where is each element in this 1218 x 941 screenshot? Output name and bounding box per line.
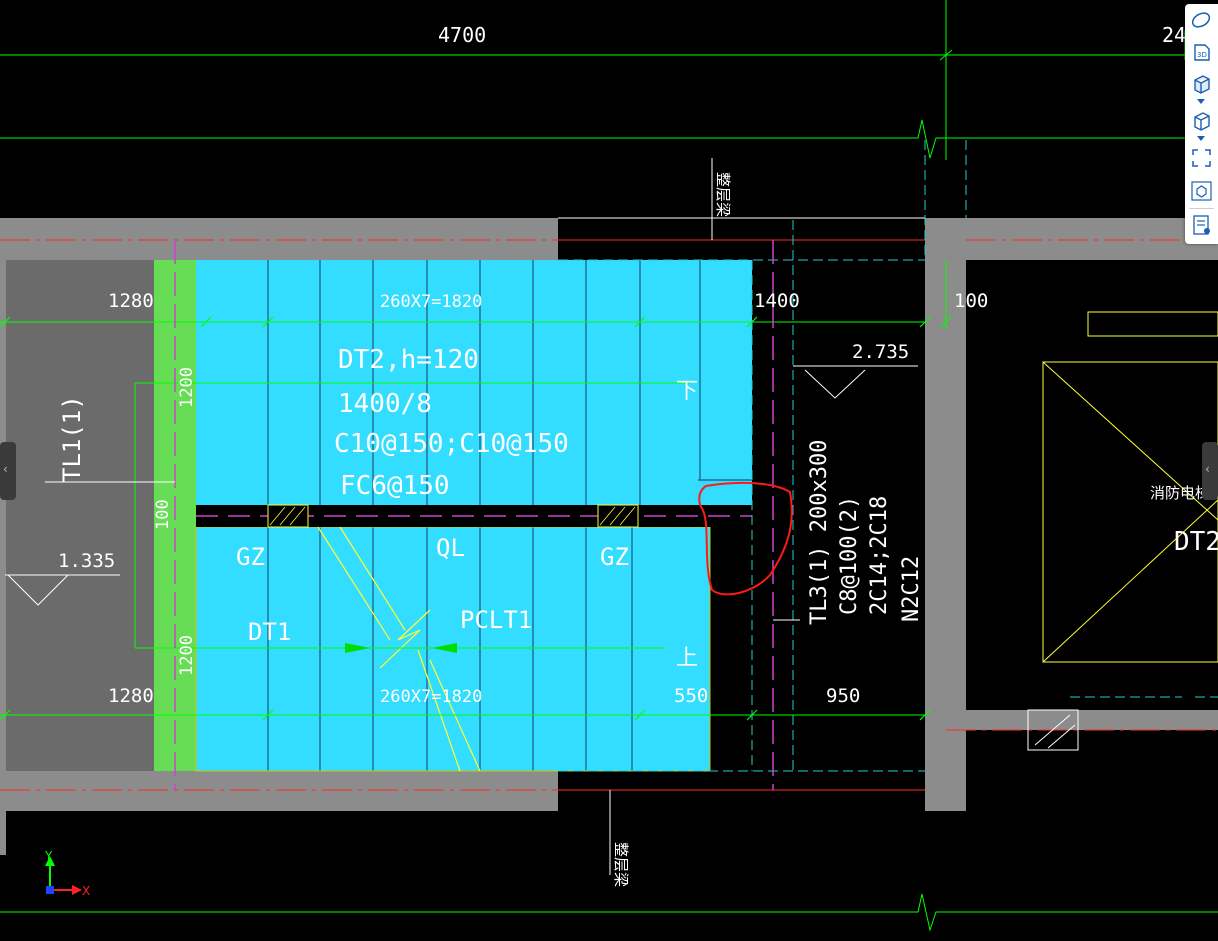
toolbar-divider bbox=[1189, 208, 1214, 209]
model-button[interactable] bbox=[1189, 179, 1214, 203]
chevron-left-icon: ‹ bbox=[3, 462, 8, 476]
model-icon bbox=[1191, 181, 1212, 201]
leader-lines bbox=[5, 158, 918, 875]
properties-icon bbox=[1193, 215, 1210, 235]
elevation-markers bbox=[7, 369, 866, 606]
3d-view-label: 3D bbox=[1197, 51, 1207, 59]
label-pclt1: PCLT1 bbox=[460, 606, 532, 634]
3d-view-icon: 3D bbox=[1194, 44, 1210, 61]
label-tl3-rebar: 2C14;2C18 bbox=[867, 496, 892, 615]
elevator-shaft[interactable] bbox=[1042, 311, 1218, 663]
dim-bottom-left-1280: 1280 bbox=[108, 685, 154, 707]
orbit-icon bbox=[1191, 12, 1211, 28]
label-beam-bottom: 整层梁 bbox=[612, 842, 630, 887]
label-elevator: 消防电梯 bbox=[1150, 484, 1210, 502]
dim-left-100: 100 bbox=[153, 499, 173, 530]
view-toolbar: 3D bbox=[1185, 4, 1218, 244]
label-dt2-steps: 1400/8 bbox=[338, 389, 432, 419]
label-elevation-upper: 2.735 bbox=[852, 341, 909, 363]
label-elevator-code: DT2 bbox=[1174, 527, 1218, 557]
dim-top-span: 4700 bbox=[438, 23, 486, 47]
label-tl1: TL1(1) bbox=[58, 395, 86, 482]
walls bbox=[0, 218, 1218, 855]
dim-top-100: 100 bbox=[954, 290, 988, 312]
cyan-dashed-lines bbox=[558, 140, 1218, 772]
label-elevation-lower: 1.335 bbox=[58, 550, 115, 572]
label-gz-left: GZ bbox=[236, 543, 265, 571]
view-cube-icon bbox=[1194, 75, 1210, 94]
axis-x-label: X bbox=[82, 884, 90, 898]
label-tl3-torsion: N2C12 bbox=[899, 556, 924, 622]
label-tl3-stirrup: C8@100(2) bbox=[837, 496, 862, 615]
view-cube-button[interactable] bbox=[1189, 72, 1214, 96]
direction-arrows bbox=[345, 643, 457, 653]
dim-bottom-stair-span: 260X7=1820 bbox=[380, 687, 482, 707]
markup-circle[interactable] bbox=[698, 481, 793, 596]
axis-y-label: Y bbox=[44, 849, 53, 863]
3d-view-button[interactable]: 3D bbox=[1189, 40, 1214, 64]
dim-top-left-1280: 1280 bbox=[108, 290, 154, 312]
dim-left-1200-bottom: 1200 bbox=[177, 635, 197, 676]
dim-top-1400: 1400 bbox=[754, 290, 800, 312]
orbit-button[interactable] bbox=[1189, 8, 1214, 32]
zoom-extents-button[interactable] bbox=[1189, 146, 1214, 170]
label-dt2-dist: FC6@150 bbox=[340, 471, 450, 501]
dropdown-arrow-icon[interactable] bbox=[1197, 99, 1205, 104]
label-tl3: TL3(1) 200x300 bbox=[807, 440, 832, 625]
dim-top-stair-span: 260X7=1820 bbox=[380, 292, 482, 312]
dim-bottom-950: 950 bbox=[826, 685, 860, 707]
ring-beam-ql[interactable] bbox=[196, 504, 752, 528]
axis-lines bbox=[0, 239, 1218, 791]
center-lines bbox=[174, 240, 774, 790]
chevron-left-icon: ‹ bbox=[1205, 462, 1210, 476]
label-dt2-title: DT2,h=120 bbox=[338, 345, 479, 375]
label-dt1: DT1 bbox=[248, 618, 291, 646]
dim-left-1200-top: 1200 bbox=[177, 367, 197, 408]
view-cube-alt-icon bbox=[1194, 112, 1210, 131]
left-panel-toggle[interactable]: ‹ bbox=[0, 442, 16, 500]
right-panel-toggle[interactable]: ‹ bbox=[1202, 442, 1218, 500]
label-ql: QL bbox=[436, 534, 465, 562]
ucs-axis-icon: Y X bbox=[44, 849, 90, 898]
label-dt2-rebar: C10@150;C10@150 bbox=[334, 429, 569, 459]
properties-button[interactable] bbox=[1189, 213, 1214, 237]
dim-bottom-550: 550 bbox=[674, 685, 708, 707]
label-beam-top: 整层梁 bbox=[714, 172, 732, 217]
label-gz-right: GZ bbox=[600, 543, 629, 571]
view-cube-alt-button[interactable] bbox=[1189, 109, 1214, 133]
label-up: 上 bbox=[676, 646, 698, 671]
break-line bbox=[317, 526, 481, 772]
zoom-extents-icon bbox=[1192, 149, 1211, 167]
label-down: 下 bbox=[676, 379, 698, 404]
wall-hatch bbox=[1027, 709, 1079, 751]
dropdown-arrow-icon[interactable] bbox=[1197, 136, 1205, 141]
